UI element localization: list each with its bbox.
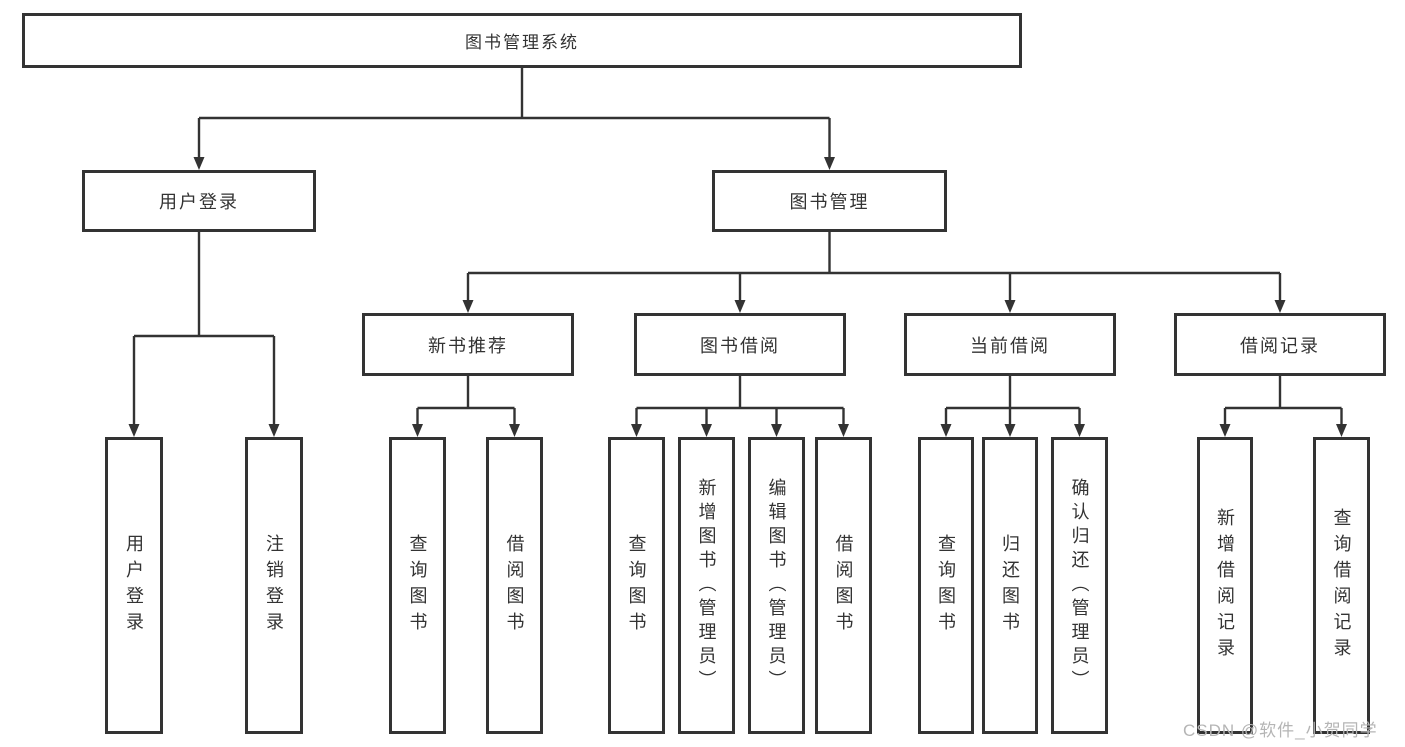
leaf-edit-book-admin: 编辑图书（管理员） bbox=[748, 437, 805, 734]
leaf-return-book: 归还图书 bbox=[982, 437, 1038, 734]
leaf-borrow-books-recommend: 借阅图书 bbox=[486, 437, 543, 734]
connector-recommend-to-leaves bbox=[412, 376, 520, 437]
leaf-add-book-admin: 新增图书（管理员） bbox=[678, 437, 735, 734]
node-root-library-management-system: 图书管理系统 bbox=[22, 13, 1022, 68]
connector-login-to-leaves bbox=[128, 232, 280, 437]
leaf-query-books-current: 查询图书 bbox=[918, 437, 974, 734]
leaf-query-books-recommend: 查询图书 bbox=[389, 437, 446, 734]
connector-management-to-level3 bbox=[462, 232, 1286, 313]
leaf-borrow-books: 借阅图书 bbox=[815, 437, 872, 734]
leaf-confirm-return-admin: 确认归还（管理员） bbox=[1051, 437, 1108, 734]
node-book-management: 图书管理 bbox=[712, 170, 947, 232]
node-borrowing-records: 借阅记录 bbox=[1174, 313, 1386, 376]
node-new-book-recommend: 新书推荐 bbox=[362, 313, 574, 376]
connector-records-to-leaves bbox=[1219, 376, 1347, 437]
node-user-login: 用户登录 bbox=[82, 170, 316, 232]
node-current-borrowing: 当前借阅 bbox=[904, 313, 1116, 376]
connector-root-to-level2 bbox=[193, 68, 835, 170]
leaf-query-borrow-record: 查询借阅记录 bbox=[1313, 437, 1370, 734]
node-book-borrowing: 图书借阅 bbox=[634, 313, 846, 376]
leaf-logout: 注销登录 bbox=[245, 437, 303, 734]
csdn-watermark: CSDN @软件_小贺同学 bbox=[1183, 721, 1378, 740]
leaf-add-borrow-record: 新增借阅记录 bbox=[1197, 437, 1253, 734]
connector-current-to-leaves bbox=[940, 376, 1085, 437]
leaf-user-login: 用户登录 bbox=[105, 437, 163, 734]
leaf-query-books-borrow: 查询图书 bbox=[608, 437, 665, 734]
connector-borrow-to-leaves bbox=[631, 376, 849, 437]
